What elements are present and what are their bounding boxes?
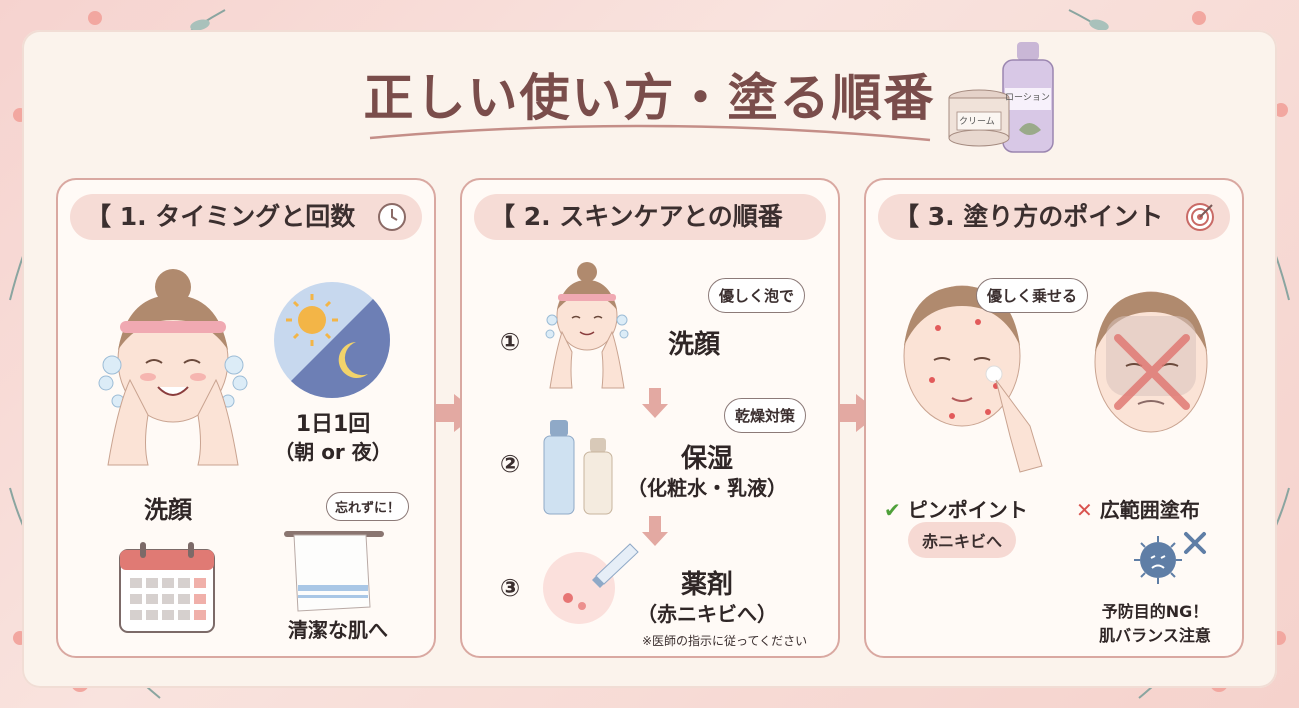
application-points-panel: 【 3. 塗り方のポイント 優しく乗せる ✔ ピンポイント 赤ニキビへ ✕ 広範… <box>864 178 1244 658</box>
panel-heading-text: 【 1. タイミングと回数 <box>86 202 356 231</box>
clock-icon <box>378 203 406 231</box>
step-number: ③ <box>499 574 521 602</box>
bottle-icon <box>948 42 1054 153</box>
step-label: 保湿 <box>680 444 733 474</box>
red-acne-pill: 赤ニキビへ <box>908 522 1017 558</box>
sun-moon-icon <box>274 282 390 398</box>
cross-mark-icon: ✕ <box>1076 498 1093 522</box>
doctor-instruction-note: ※医師の指示に従ってください <box>642 634 808 648</box>
panel-heading: 【 2. スキンケアとの順番 <box>474 194 826 240</box>
arrow-down-icon <box>642 516 668 546</box>
panel-heading: 【 3. 塗り方のポイント <box>878 194 1230 240</box>
frequency-line2: （朝 or 夜） <box>274 440 392 464</box>
towel-icon <box>284 531 384 612</box>
step-label: 薬剤 <box>680 570 733 600</box>
arrow-down-icon <box>642 388 668 418</box>
dryness-care-bubble: 乾燥対策 <box>724 398 807 433</box>
step-number: ② <box>499 450 521 478</box>
wide-application-text: 広範囲塗布 <box>1099 498 1200 522</box>
cream-label: クリーム <box>959 117 995 127</box>
face-wash-caption: 洗顔 <box>144 496 192 524</box>
gentle-foam-bubble: 優しく泡で <box>708 278 806 313</box>
panel-heading: 【 1. タイミングと回数 <box>70 194 422 240</box>
warning-line2: 肌バランス注意 <box>1099 626 1211 645</box>
face-washing-illustration <box>98 269 248 466</box>
ointment-tube-icon <box>543 543 639 624</box>
germ-icon <box>1134 532 1206 584</box>
target-icon <box>1186 203 1214 231</box>
page-title: 正しい使い方・塗る順番 <box>363 69 936 127</box>
lotion-and-cream-illustration: ローション クリーム <box>945 40 1065 164</box>
reminder-bubble: 忘れずに！ <box>326 492 410 521</box>
towel-caption: 清潔な肌へ <box>288 618 388 642</box>
check-icon: ✔ <box>884 498 901 522</box>
panel-heading-text: 【 3. 塗り方のポイント <box>894 202 1164 231</box>
step-label: 洗顔 <box>668 330 721 360</box>
bad-method-label: ✕ 広範囲塗布 <box>1076 494 1200 523</box>
timing-panel: 【 1. タイミングと回数 洗顔 1日1回 （朝 or 夜） <box>56 178 436 658</box>
pinpoint-text: ピンポイント <box>907 498 1028 522</box>
cross-icon <box>1114 334 1190 410</box>
step-sublabel: （化粧水・乳液） <box>627 476 787 500</box>
gentle-apply-bubble: 優しく乗せる <box>976 278 1089 313</box>
lotion-bottles-icon <box>543 420 613 515</box>
face-washing-illustration <box>545 262 629 389</box>
step-sublabel: （赤ニキビへ） <box>637 602 777 626</box>
warning-line1: 予防目的NG！ <box>1101 602 1209 621</box>
good-method-label: ✔ ピンポイント <box>884 494 1028 523</box>
frequency-line1: 1日1回 <box>295 412 371 437</box>
calendar-icon <box>119 542 215 633</box>
skincare-order-panel: 【 2. スキンケアとの順番 ① 優しく泡で 洗顔 ② 乾燥対策 保湿 （化粧水… <box>460 178 840 658</box>
title-underline-swash <box>369 124 931 142</box>
lotion-label: ローション <box>1005 93 1050 103</box>
step-number: ① <box>499 328 521 356</box>
